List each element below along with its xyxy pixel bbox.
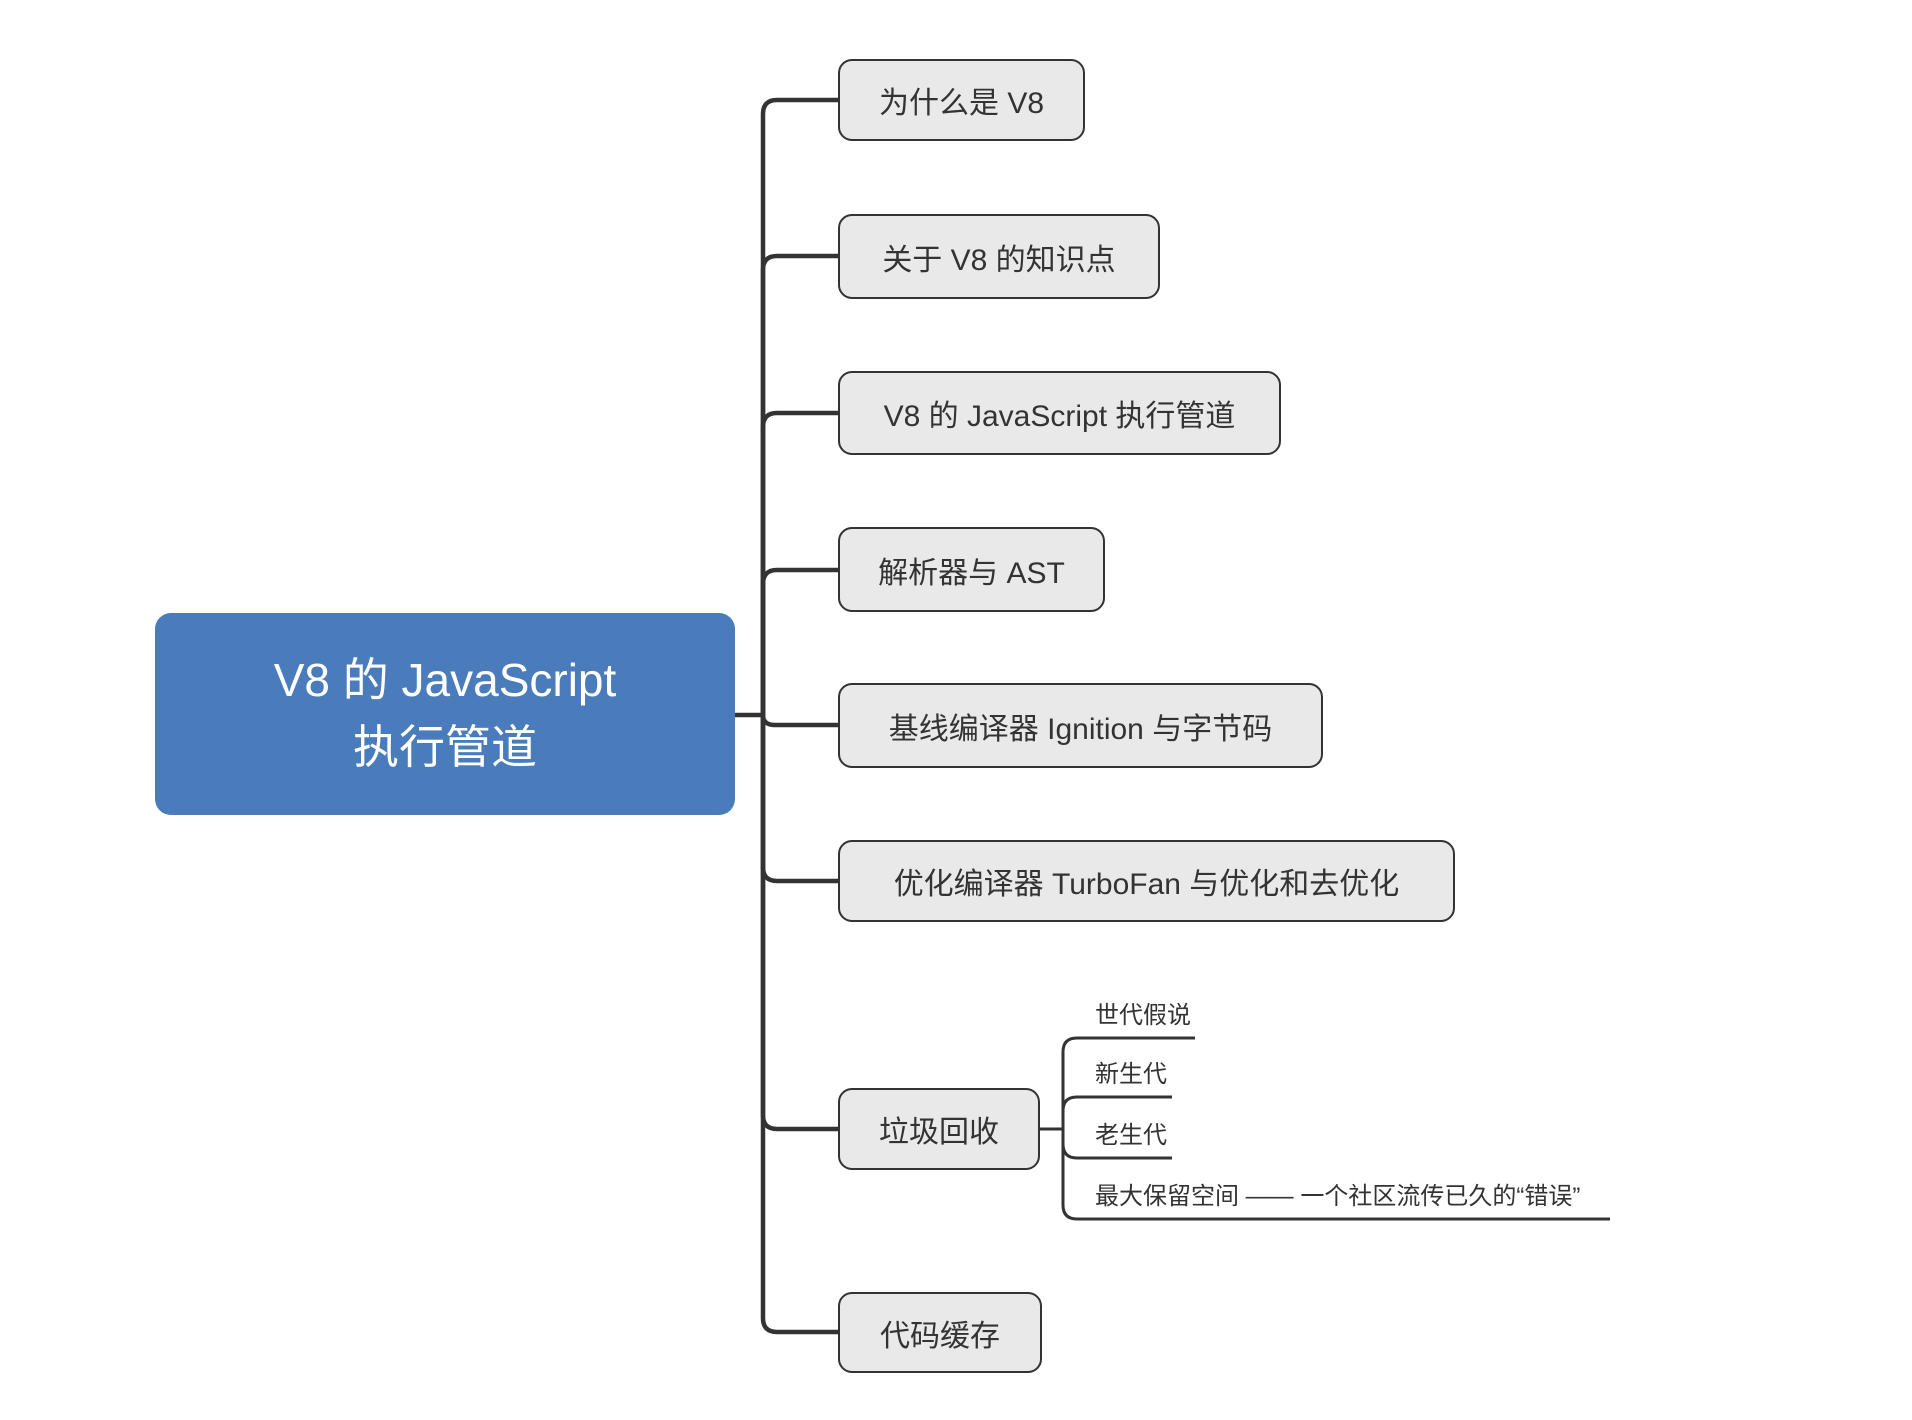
- topic-why-v8[interactable]: 为什么是 V8: [838, 59, 1085, 141]
- topic-label: 基线编译器 Ignition 与字节码: [888, 712, 1273, 746]
- topic-v8-js-pipeline[interactable]: V8 的 JavaScript 执行管道: [838, 371, 1281, 455]
- connector-branch-6: [760, 715, 838, 884]
- topic-label: 为什么是 V8: [878, 87, 1045, 120]
- connector-branch-1: [760, 97, 838, 715]
- connector-branch-4: [760, 567, 838, 715]
- connector-gc-child-2: [1061, 1095, 1172, 1129]
- topic-label: 垃圾回收: [879, 1116, 999, 1149]
- topic-turbofan-optimization[interactable]: 优化编译器 TurboFan 与优化和去优化: [838, 840, 1455, 922]
- subtopic-max-reserved-space[interactable]: 最大保留空间 —— 一个社区流传已久的“错误”: [1095, 1183, 1581, 1210]
- subtopic-old-generation[interactable]: 老生代: [1095, 1122, 1167, 1149]
- connector-branch-2: [760, 253, 838, 715]
- subtopic-generational-hypothesis[interactable]: 世代假说: [1095, 1002, 1191, 1029]
- topic-garbage-collection[interactable]: 垃圾回收: [838, 1088, 1040, 1170]
- connector-branch-7: [760, 715, 838, 1132]
- subtopic-new-generation[interactable]: 新生代: [1095, 1061, 1167, 1088]
- root-topic-label-line2: 执行管道: [353, 721, 537, 773]
- root-topic[interactable]: V8 的 JavaScript 执行管道: [155, 613, 735, 815]
- connector-gc-child-1: [1061, 1036, 1195, 1129]
- root-topic-label-line1: V8 的 JavaScript: [273, 654, 617, 707]
- topic-label: 优化编译器 TurboFan 与优化和去优化: [893, 868, 1400, 901]
- connector-gc-child-4: [1061, 1129, 1610, 1221]
- connector-branch-8: [760, 715, 838, 1335]
- topic-parser-ast[interactable]: 解析器与 AST: [838, 527, 1105, 612]
- topic-ignition-bytecode[interactable]: 基线编译器 Ignition 与字节码: [838, 683, 1323, 768]
- topic-label: 关于 V8 的知识点: [882, 243, 1116, 277]
- topic-code-cache[interactable]: 代码缓存: [838, 1292, 1042, 1373]
- topic-v8-knowledge-points[interactable]: 关于 V8 的知识点: [838, 214, 1160, 299]
- connector-branch-3: [760, 410, 838, 715]
- topic-label: 解析器与 AST: [878, 556, 1065, 590]
- topic-label: 代码缓存: [880, 1319, 1000, 1353]
- topic-label: V8 的 JavaScript 执行管道: [883, 400, 1236, 433]
- connector-branch-5: [760, 714, 838, 728]
